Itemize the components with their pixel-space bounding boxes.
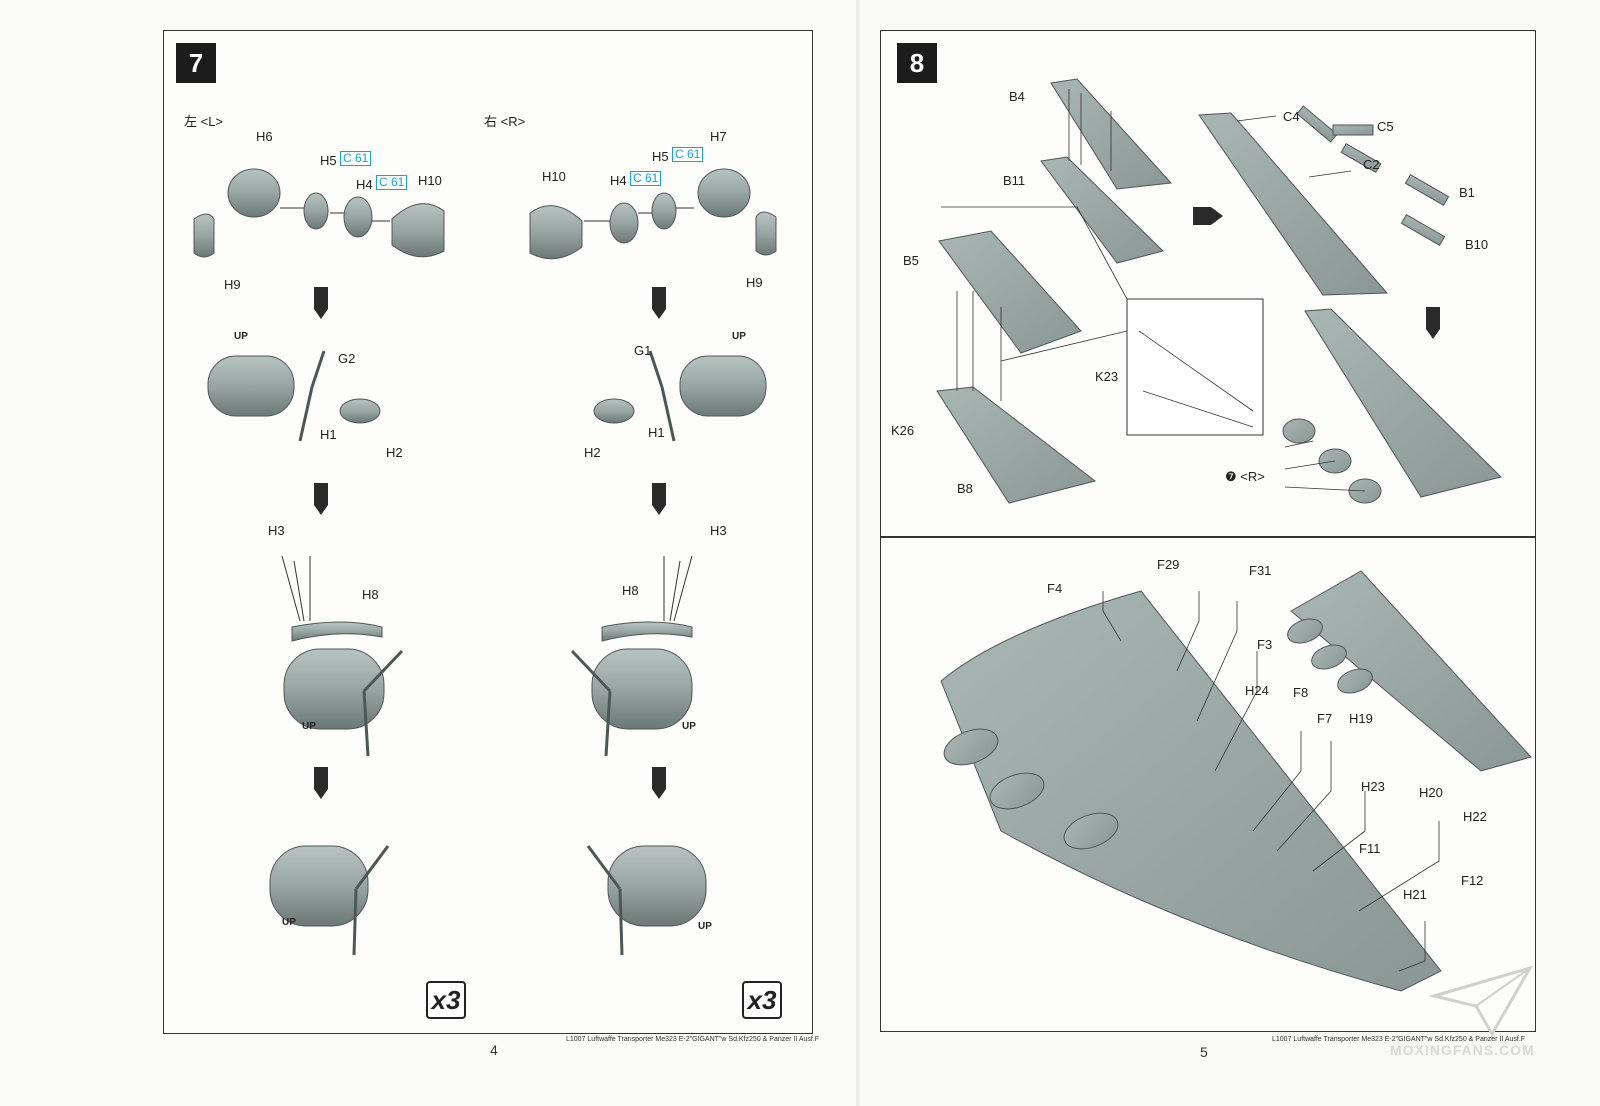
- part-label-h2: H2: [386, 445, 403, 460]
- engine-assembly-illustration: [193, 168, 777, 956]
- part-label-h5: H5: [320, 153, 337, 168]
- part-label-c4: C4: [1283, 109, 1300, 124]
- part-label-f7: F7: [1317, 711, 1333, 726]
- part-label-h1: H1: [648, 425, 665, 440]
- part-label-b5: B5: [903, 253, 919, 268]
- part-label-g2: G2: [338, 351, 356, 366]
- paper-plane-logo-icon: [1428, 965, 1534, 1038]
- part-label-h23: H23: [1361, 779, 1385, 794]
- ref-code-badge: C 61: [340, 151, 372, 166]
- part-label-h10: H10: [542, 169, 566, 184]
- part-label-h5: H5: [652, 149, 669, 164]
- part-label-f4: F4: [1047, 581, 1063, 596]
- step-divider: [881, 536, 1535, 538]
- part-label-h9: H9: [224, 277, 241, 292]
- wing-assembly-illustration: [936, 78, 1532, 992]
- part-label-h8: H8: [622, 583, 639, 598]
- part-label-f31: F31: [1249, 563, 1272, 578]
- part-label-g1: G1: [634, 343, 652, 358]
- part-label-h3: H3: [710, 523, 727, 538]
- up-indicator: UP: [682, 721, 696, 732]
- part-label-h3: H3: [268, 523, 285, 538]
- part-label-h21: H21: [1403, 887, 1427, 902]
- part-label-h20: H20: [1419, 785, 1443, 800]
- part-label-h2: H2: [584, 445, 601, 460]
- part-label-k26: K26: [891, 423, 915, 438]
- part-label-h24: H24: [1245, 683, 1269, 698]
- ref-code-badge: C 61: [630, 171, 662, 186]
- page-number: 5: [1200, 1044, 1208, 1060]
- step7-frame: 7 左 <L> 右 <R>: [163, 30, 813, 1034]
- left-page: 7 左 <L> 右 <R>: [163, 30, 820, 1058]
- page-number: 4: [490, 1042, 498, 1058]
- part-label-b1: B1: [1459, 185, 1475, 200]
- up-indicator: UP: [732, 331, 746, 342]
- up-indicator: UP: [234, 331, 248, 342]
- quantity-multiplier: x3: [742, 981, 782, 1019]
- ref-code-badge: C 61: [672, 147, 704, 162]
- right-page: 8: [860, 0, 1600, 1106]
- part-label-f29: F29: [1157, 557, 1180, 572]
- up-indicator: UP: [302, 721, 316, 732]
- part-label-h19: H19: [1349, 711, 1373, 726]
- part-label-b10: B10: [1465, 237, 1489, 252]
- part-label-h8: H8: [362, 587, 379, 602]
- part-label-f3: F3: [1257, 637, 1273, 652]
- part-label-c2: C2: [1363, 157, 1380, 172]
- part-label-f12: F12: [1461, 873, 1484, 888]
- step-number: 7: [176, 43, 216, 83]
- part-label-h10: H10: [418, 173, 442, 188]
- part-label-f11: F11: [1359, 841, 1381, 856]
- up-indicator: UP: [698, 921, 712, 932]
- side-label-left: 左 <L>: [184, 114, 224, 129]
- side-label-right: 右 <R>: [484, 114, 526, 129]
- part-label-k23: K23: [1095, 369, 1119, 384]
- part-label-c5: C5: [1377, 119, 1394, 134]
- step8-frame: 8: [880, 30, 1536, 1032]
- part-label-f8: F8: [1293, 685, 1309, 700]
- ref-code-badge: C 61: [376, 175, 408, 190]
- part-label-h9: H9: [746, 275, 763, 290]
- part-label-h7: H7: [710, 129, 727, 144]
- step7-reference-marker: ❼ <R>: [1225, 469, 1265, 484]
- site-watermark: MOXINGFANS.COM: [1390, 1042, 1535, 1058]
- part-label-h4: H4: [610, 173, 627, 188]
- part-label-h6: H6: [256, 129, 273, 144]
- part-label-b8: B8: [957, 481, 973, 496]
- part-label-h22: H22: [1463, 809, 1487, 824]
- step-number: 8: [897, 43, 937, 83]
- part-label-h4: H4: [356, 177, 373, 192]
- page-footer: L1007 Luftwaffe Transporter Me323 E-2"GI…: [566, 1036, 820, 1043]
- part-label-h1: H1: [320, 427, 337, 442]
- page-footer: L1007 Luftwaffe Transporter Me323 E-2"GI…: [1272, 1036, 1526, 1043]
- quantity-multiplier: x3: [426, 981, 466, 1019]
- part-label-b4: B4: [1009, 89, 1025, 104]
- up-indicator: UP: [282, 917, 296, 928]
- part-label-b11: B11: [1003, 173, 1026, 188]
